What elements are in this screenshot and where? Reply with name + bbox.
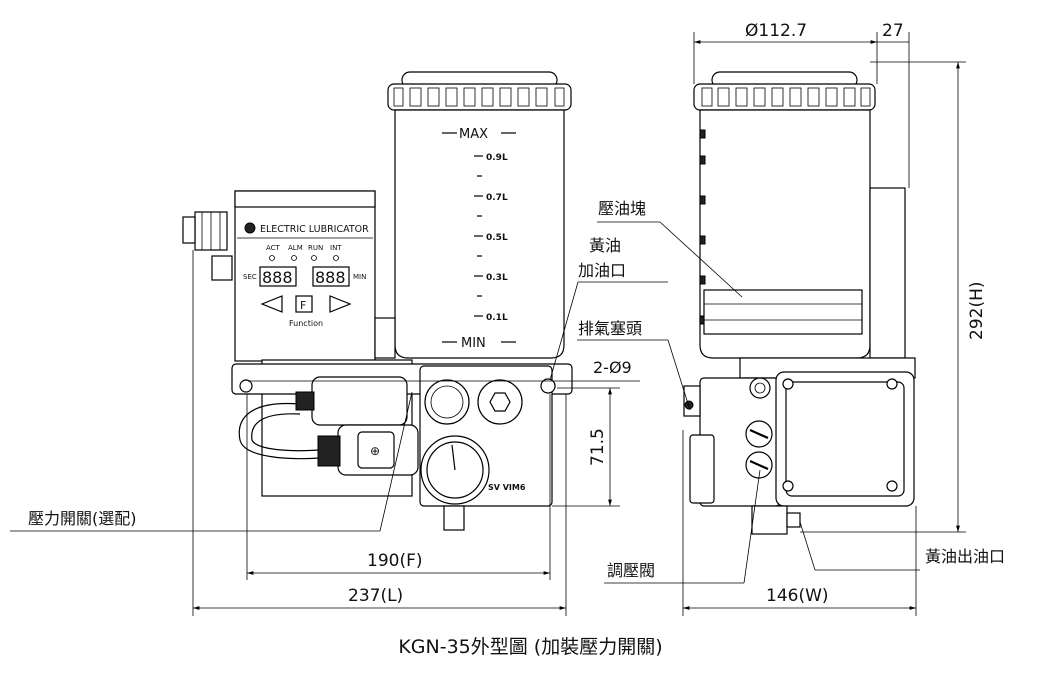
callout-pressure-block: 壓油塊: [598, 199, 646, 218]
brand-label: ELECTRIC LUBRICATOR: [260, 224, 369, 235]
ind-run: RUN: [308, 244, 323, 252]
pump-block: SV VIM6: [419, 365, 556, 531]
callout-grease-fill-1: 黃油: [589, 236, 621, 255]
tank-min-label: MIN: [461, 336, 486, 351]
ind-alm: ALM: [288, 244, 303, 252]
dimension-lines: [192, 32, 966, 616]
callout-mount-holes: 2-Ø9: [593, 358, 632, 377]
ind-act: ACT: [266, 244, 281, 252]
down-key-icon[interactable]: [260, 295, 283, 313]
callout-grease-fill-2: 加油口: [578, 261, 626, 280]
dim-length: 237(L): [348, 586, 403, 606]
callout-vent-plug: 排氣塞頭: [578, 319, 642, 338]
cable-gland: [182, 211, 233, 281]
tank-cap: [387, 71, 572, 111]
tank-scale: [442, 132, 516, 343]
dim-base-height: 71.5: [588, 428, 608, 466]
control-panel: ELECTRIC LUBRICATOR ACT ALM RUN INT SEC …: [234, 190, 396, 362]
function-label: Function: [289, 319, 323, 328]
tank-body: [394, 109, 565, 359]
front-view: MAX MIN 0.9L 0.7L 0.5L 0.3L 0.1L ELECTRI…: [182, 71, 573, 531]
function-key[interactable]: [295, 295, 313, 313]
tank-max-label: MAX: [459, 127, 488, 142]
side-view: [683, 71, 916, 535]
min-label: MIN: [353, 273, 366, 281]
dim-diameter: Ø112.7: [745, 21, 807, 41]
dim-mount-pitch: 190(F): [367, 551, 423, 571]
dim-offset: 27: [882, 21, 904, 41]
dim-width: 146(W): [766, 586, 829, 606]
callout-leaders: [10, 221, 920, 584]
scale-09: 0.9L: [486, 153, 508, 163]
function-key-label: F: [300, 299, 306, 312]
callout-regulator: 調壓閥: [607, 561, 655, 580]
drawing-caption: KGN-35外型圖 (加裝壓力開關): [398, 636, 663, 658]
up-key-icon[interactable]: [329, 295, 352, 313]
sec-label: SEC: [243, 273, 257, 281]
scale-03: 0.3L: [486, 273, 508, 283]
sec-display: 888: [262, 268, 293, 287]
callout-pressure-switch: 壓力開關(選配): [28, 509, 137, 528]
block-marking: SV VIM6: [488, 483, 526, 492]
dim-height: 292(H): [967, 282, 987, 341]
plus-icon: ⊕: [370, 444, 380, 458]
callout-grease-outlet: 黃油出油口: [925, 547, 1005, 566]
ind-int: INT: [330, 244, 342, 252]
scale-05: 0.5L: [486, 233, 508, 243]
scale-07: 0.7L: [486, 193, 508, 203]
min-display: 888: [315, 268, 346, 287]
pressure-switch-assembly: ⊕: [238, 376, 419, 476]
grease-fill-nipple: [540, 378, 556, 394]
scale-01: 0.1L: [486, 313, 508, 323]
